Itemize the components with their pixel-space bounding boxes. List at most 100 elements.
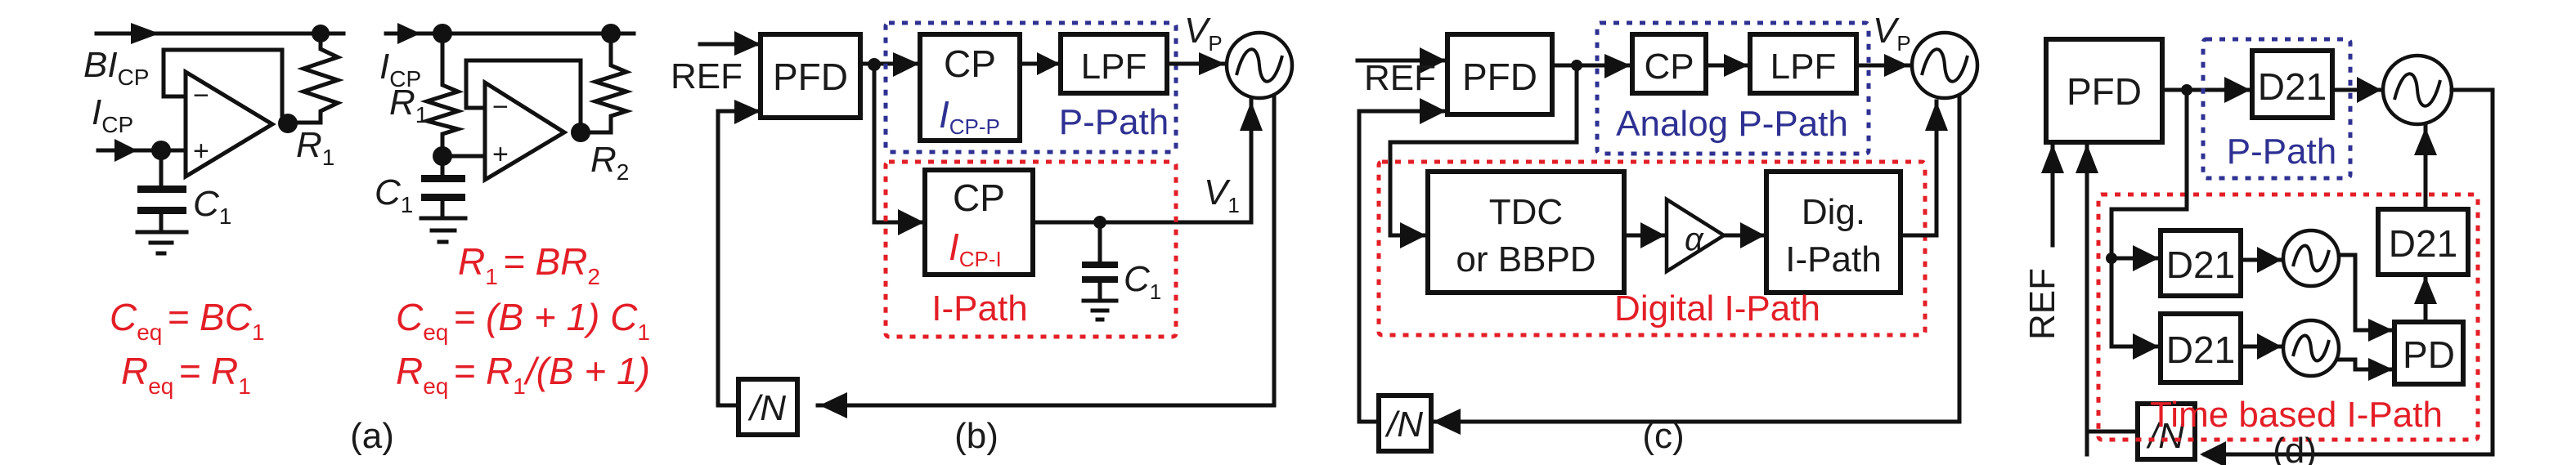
arrow-icon [1884,54,1909,77]
capacitor-plate [137,207,186,214]
i-delay-top-label: D21 [2166,244,2235,286]
opamp-plus-sign: + [492,139,509,170]
wire [1357,109,1448,424]
arrow-icon [898,209,924,235]
p-path-label: P-Path [2227,132,2337,172]
divider-label: /N [2146,416,2184,456]
i-path-label: Time based I-Path [2150,395,2443,435]
i-path-label: I-Path [931,288,1027,329]
arrow-icon [2076,144,2098,173]
arrow-icon [1240,101,1263,131]
pfd-label: PFD [773,56,848,98]
ref-label: REF [2022,268,2062,340]
arrow-icon [1433,409,1461,435]
resistor-icon [578,31,634,135]
arrow-icon [114,139,137,162]
arrow-icon [1420,47,1446,74]
circuit-a-left: − + BICP ICP R1 C1 Ceq= BC1 Req= R1 [83,23,346,399]
cp-i-block [922,168,1035,277]
label-c1: C1 [193,184,231,229]
p-path-region [2201,37,2353,181]
arrow-icon [2414,276,2437,304]
arrow-icon [2368,319,2393,342]
tdc-label-line2: or BBPD [1456,239,1595,279]
arrow-icon [2041,144,2064,173]
ref-label: REF [671,56,743,96]
divider-block [2135,401,2197,462]
gain-amplifier-icon [1664,195,1728,275]
lpf-label: LPF [1081,47,1147,87]
arrow-icon [2368,358,2393,381]
arrow-icon [1925,101,1948,131]
arrow-icon [893,52,919,77]
cp-p-label: CP [944,42,996,85]
wire [815,94,1277,408]
wire [1898,99,1939,238]
wire [161,47,285,125]
tdc-block [1425,169,1627,295]
opamp-minus-sign: − [193,80,209,111]
i-delay-out-label: D21 [2389,222,2457,265]
divider-label: /N [1384,405,1423,445]
label-r1: R1 [389,83,428,127]
arrow-icon [131,23,159,44]
capacitor-plate [1082,262,1118,268]
i-delay-bottom-block [2158,311,2243,385]
capacitor-plate [421,194,465,201]
arrow-icon [1400,222,1426,248]
equation-req-right: Req= R1/(B + 1) [396,350,650,399]
caption-d: (d) [2273,431,2317,465]
pd-label: PD [2403,333,2455,376]
sine-wave-icon [2291,333,2331,363]
p-path-label: Analog P-Path [1616,104,1848,144]
p-path-label: P-Path [1059,102,1169,142]
arrow-icon [2257,247,2282,273]
resistor-icon [280,31,344,125]
arrow-icon [734,100,761,124]
panel-c: REF PFD CP LPF Analog P-Path VP TDC or B… [1355,11,1980,456]
divider-block [1376,393,1434,454]
equation-ceq-left: Ceq= BC1 [110,296,265,345]
pfd-block [1445,32,1555,117]
arrow-icon [819,392,847,418]
arrow-icon [2414,127,2437,155]
wire [464,58,583,135]
lpf-label: LPF [1770,47,1837,87]
arrow-icon [1740,222,1765,248]
arrow-icon [2224,77,2251,103]
wire [716,109,763,408]
pfd-block [758,32,863,120]
panel-b: REF PFD CP ICP-P LPF P-Path VP V1 [671,11,1295,456]
capacitor-plate [137,186,186,193]
tdc-label: TDC [1489,192,1563,232]
arrow-icon [1037,52,1060,75]
p-delay-label: D21 [2258,65,2327,108]
arrow-icon [2257,333,2282,360]
lpf-block [1058,32,1169,96]
opamp-minus-sign: − [492,92,509,123]
arrow-icon [1199,52,1225,75]
wire [1088,96,1254,225]
divider-block [736,377,800,437]
pfd-label: PFD [2067,70,2142,113]
i-delay-bottom-label: D21 [2166,329,2235,371]
label-bicp: BICP [83,45,149,90]
digital-ipath-block [1764,169,1903,295]
caption-b: (b) [954,416,999,456]
label-c1: C1 [375,172,413,217]
arrow-icon [2200,441,2226,465]
cp-i-label: CP [953,177,1005,219]
i-path-region [2096,192,2480,442]
capacitor-plate [1082,276,1118,283]
label-r2: R2 [590,140,629,185]
cp-label: CP [1644,47,1694,87]
arrow-icon [734,31,761,56]
i-path-region [1376,159,1928,338]
i-path-region [883,159,1178,339]
resistor-icon [420,31,465,158]
opamp-plus-sign: + [193,136,209,167]
circuit-a-right: − + ICP R1 R2 C1 R1= BR2 Ceq= (B + 1) C1… [375,23,650,399]
c1-label: C1 [1124,259,1161,304]
ref-label: REF [1364,58,1436,98]
